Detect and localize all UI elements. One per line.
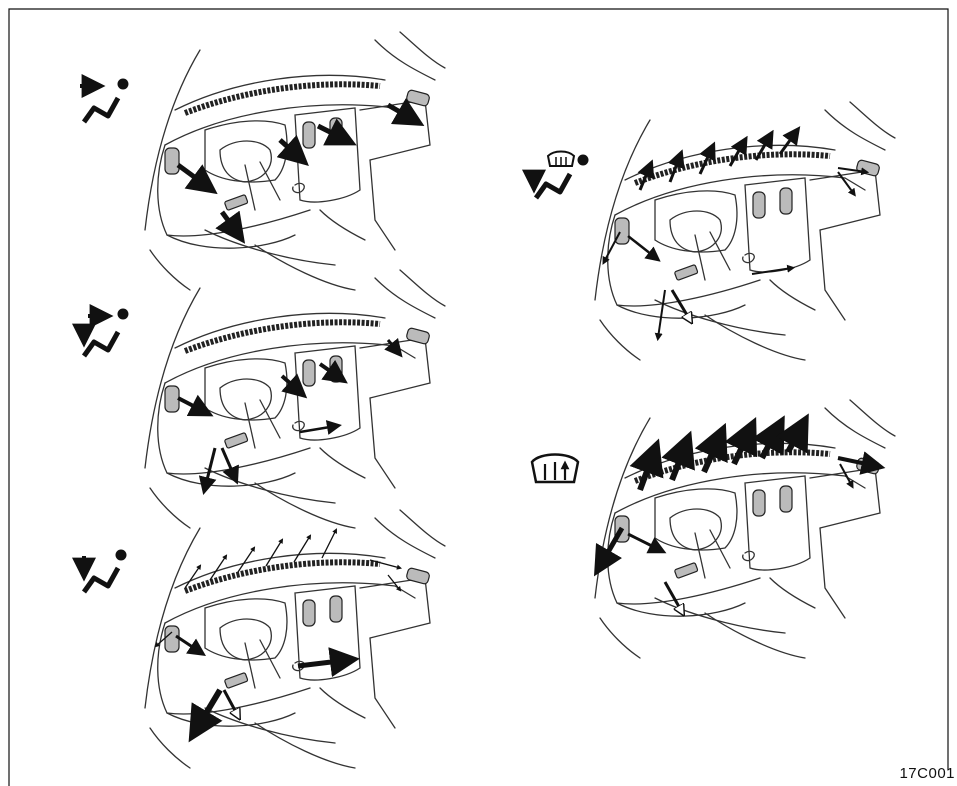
page-border bbox=[9, 9, 948, 786]
dashboard-illustration bbox=[145, 510, 445, 768]
face-mode-icon bbox=[80, 79, 129, 123]
foot-defrost-mode-icon bbox=[534, 152, 589, 199]
defrost-mode-panel bbox=[532, 400, 895, 658]
defrost-mode-icon bbox=[532, 455, 578, 483]
bilevel-mode-panel bbox=[84, 270, 445, 528]
airflow-arrows bbox=[178, 340, 398, 488]
face-mode-panel bbox=[80, 32, 445, 290]
airflow-arrows bbox=[600, 426, 876, 612]
bilevel-mode-icon bbox=[84, 309, 129, 357]
dashboard-illustration bbox=[145, 32, 445, 290]
foot-defrost-mode-panel bbox=[534, 102, 895, 360]
dashboard-illustration bbox=[595, 102, 895, 360]
airflow-arrows bbox=[604, 132, 866, 338]
foot-mode-icon bbox=[84, 550, 127, 593]
figure-code: 17C001 bbox=[899, 765, 955, 782]
dashboard-illustration bbox=[145, 270, 445, 528]
foot-mode-panel bbox=[84, 510, 445, 768]
